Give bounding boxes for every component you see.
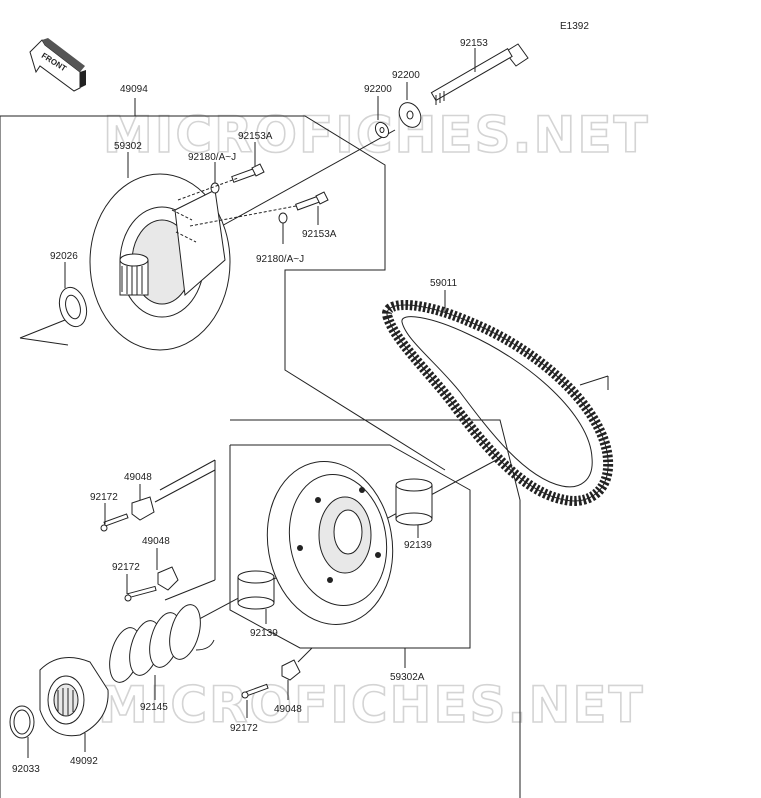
snap-ring-92033 [9,705,35,739]
slider-49048-top [131,496,155,521]
label-92180-bottom: 92180/A~J [256,254,304,265]
label-92200-a: 92200 [392,70,420,81]
slider-49048-mid [157,566,179,591]
label-92033: 92033 [12,764,40,775]
diagram-code: E1392 [560,21,589,32]
label-92153A-bottom: 92153A [302,229,337,240]
label-92139-right: 92139 [404,540,432,551]
washer-92200-small [374,121,390,139]
bolt-92153A-top [231,163,265,183]
drive-pulley-59302 [89,173,231,351]
front-arrow-icon: FRONT [29,38,86,92]
screw-92172-bottom [241,683,269,699]
assembly-frame-upper [0,115,446,471]
washer-92026 [58,286,88,328]
label-92153: 92153 [460,38,488,49]
drive-belt-59011 [382,299,614,506]
label-49092: 49092 [70,756,98,767]
label-59302A: 59302A [390,672,425,683]
label-49094: 49094 [120,84,148,95]
driven-pulley-frame [229,444,471,649]
label-92172-bottom: 92172 [230,723,258,734]
bolt-92153A-bottom [295,191,329,211]
assembly-frame-lower [230,419,521,798]
label-59302: 59302 [114,141,142,152]
label-92180-top: 92180/A~J [188,152,236,163]
label-92026: 92026 [50,251,78,262]
watermark-top: MICROFICHES.NET [103,106,650,164]
label-92172-top: 92172 [90,492,118,503]
spring-92145 [109,604,215,683]
driven-pulley-59302A [266,461,394,625]
label-92145: 92145 [140,702,168,713]
bushing-92139-right [395,478,433,526]
screw-92172-mid [124,585,157,602]
label-59011: 59011 [430,278,458,289]
bushing-92139-left [237,570,275,610]
slider-49048-bottom [281,659,301,681]
washer-92180-top [210,182,220,194]
label-49048-top: 49048 [124,472,152,483]
washer-92200-large [398,102,422,128]
label-92139-left: 92139 [250,628,278,639]
watermark-bottom: MICROFICHES.NET [98,676,645,734]
label-92200-b: 92200 [364,84,392,95]
label-92153A-top: 92153A [238,131,273,142]
bolt-92153 [430,43,529,105]
label-49048-bottom: 49048 [274,704,302,715]
washer-92180-bottom [278,212,288,224]
cam-49092 [39,657,109,737]
screw-92172-top [100,513,129,532]
label-92172-mid: 92172 [112,562,140,573]
label-49048-mid: 49048 [142,536,170,547]
